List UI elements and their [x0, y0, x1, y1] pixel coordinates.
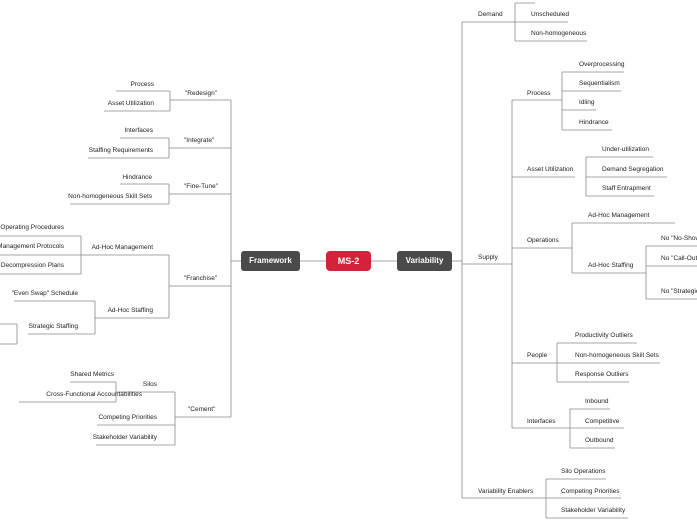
label-inbound[interactable]: Inbound	[585, 398, 609, 405]
label-asset-util-l[interactable]: Asset Utilization	[107, 100, 154, 107]
label-no-show[interactable]: No "No-Show"	[661, 235, 697, 242]
label-supply[interactable]: Supply	[478, 254, 498, 261]
label-adhoc-mgmt-r[interactable]: Ad-Hoc Management	[588, 212, 650, 219]
label-productivity-outliers[interactable]: Productivity Outliers	[575, 332, 633, 339]
label-integrate[interactable]: "Integrate"	[184, 137, 215, 144]
label-competing-priorities-r[interactable]: Competing Priorities	[561, 488, 620, 495]
label-sequentialism[interactable]: Sequentialism	[579, 80, 620, 87]
label-staffing-requirements[interactable]: Staffing Requirements	[88, 147, 153, 154]
label-competing-priorities-l[interactable]: Competing Priorities	[98, 414, 157, 421]
label-response-outliers[interactable]: Response Outliers	[575, 371, 629, 378]
label-demand-segregation[interactable]: Demand Segregation	[602, 166, 664, 173]
label-idling[interactable]: Idling	[579, 99, 595, 106]
framework-node[interactable]: Framework	[241, 251, 300, 271]
variability-node[interactable]: Variability	[397, 251, 452, 271]
label-outbound[interactable]: Outbound	[585, 437, 614, 444]
label-no-strategic[interactable]: No "Strategic"	[661, 288, 697, 295]
label-non-homog-skill-l[interactable]: Non-homogeneous Skill Sets	[68, 193, 152, 200]
label-adhoc-staffing-l[interactable]: Ad-Hoc Staffing	[107, 307, 153, 314]
label-unscheduled[interactable]: Unscheduled	[531, 11, 569, 18]
label-stakeholder-var-l[interactable]: Stakeholder Variability	[92, 434, 157, 441]
label-strategic-staffing[interactable]: Strategic Staffing	[28, 323, 78, 330]
label-non-homogeneous[interactable]: Non-homogeneous	[531, 30, 587, 37]
label-even-swap[interactable]: "Even Swap" Schedule	[11, 290, 78, 297]
label-interfaces-r[interactable]: Interfaces	[527, 418, 556, 425]
label-management-protocols[interactable]: Management Protocols	[0, 243, 64, 250]
label-process-l[interactable]: Process	[130, 81, 154, 88]
root-node[interactable]: MS-2	[326, 251, 371, 271]
label-process-r[interactable]: Process	[527, 90, 551, 97]
label-fine-tune[interactable]: "Fine-Tune"	[184, 183, 218, 190]
label-overprocessing[interactable]: Overprocessing	[579, 61, 625, 68]
label-operating-procedures[interactable]: Operating Procedures	[0, 224, 64, 231]
label-operations[interactable]: Operations	[527, 237, 559, 244]
label-staff-entrapment[interactable]: Staff Entrapment	[602, 185, 651, 192]
label-call-out[interactable]: No "Call-Out"	[661, 255, 697, 262]
label-silos[interactable]: Silos	[142, 381, 157, 388]
label-redesign[interactable]: "Redesign"	[185, 90, 218, 97]
label-franchise[interactable]: "Franchise"	[184, 275, 218, 282]
label-asset-util-r[interactable]: Asset Utilization	[527, 166, 574, 173]
label-interfaces-l[interactable]: Interfaces	[124, 127, 153, 134]
label-variability-enablers[interactable]: Variability Enablers	[478, 488, 534, 495]
label-stakeholder-var-r[interactable]: Stakeholder Variability	[561, 507, 626, 514]
label-people[interactable]: People	[527, 352, 548, 359]
label-cement[interactable]: "Cement"	[188, 406, 216, 413]
label-non-homog-skill-r[interactable]: Non-homogeneous Skill Sets	[575, 352, 659, 359]
label-hindrance-r[interactable]: Hindrance	[579, 119, 609, 126]
label-decompression-plans[interactable]: Decompression Plans	[0, 262, 64, 269]
label-competitive[interactable]: Competitive	[585, 418, 620, 425]
label-cross-functional[interactable]: Cross-Functional Accountabilities	[46, 391, 142, 398]
label-silo-operations[interactable]: Silo Operations	[561, 468, 606, 475]
label-shared-metrics[interactable]: Shared Metrics	[70, 371, 114, 378]
label-demand[interactable]: Demand	[478, 11, 503, 18]
label-adhoc-mgmt-l[interactable]: Ad-Hoc Management	[91, 244, 153, 251]
label-hindrance-l[interactable]: Hindrance	[122, 174, 152, 181]
label-adhoc-staffing-r[interactable]: Ad-Hoc Staffing	[588, 262, 634, 269]
label-under-utilization[interactable]: Under-utilization	[602, 146, 649, 153]
